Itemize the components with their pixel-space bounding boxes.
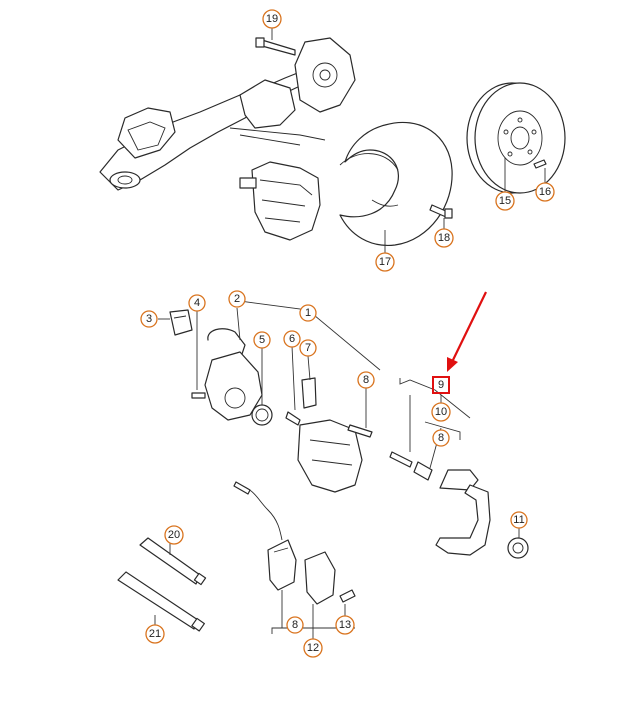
callout-4[interactable]: 4 <box>188 294 206 312</box>
callout-label: 2 <box>234 293 240 305</box>
callout-6[interactable]: 6 <box>283 330 301 348</box>
callout-10[interactable]: 10 <box>431 402 451 422</box>
callout-18[interactable]: 18 <box>434 228 454 248</box>
bolt-18 <box>429 204 453 219</box>
callout-8-caliper[interactable]: 8 <box>357 371 375 389</box>
caliper-lower-assembly <box>169 309 373 493</box>
caliper-top <box>239 161 321 241</box>
callout-7[interactable]: 7 <box>299 339 317 357</box>
callout-label: 5 <box>259 334 265 346</box>
callout-17[interactable]: 17 <box>375 252 395 272</box>
callout-label: 1 <box>305 307 311 319</box>
callout-8-pads[interactable]: 8 <box>286 616 304 634</box>
callout-1[interactable]: 1 <box>299 304 317 322</box>
callout-label: 15 <box>499 195 511 207</box>
highlight-arrow <box>447 291 487 372</box>
callout-label: 4 <box>194 297 200 309</box>
callout-label: 8 <box>363 374 369 386</box>
callout-label: 19 <box>266 13 278 25</box>
callout-label: 8 <box>292 619 298 631</box>
callout-5[interactable]: 5 <box>253 331 271 349</box>
callout-label: 12 <box>307 642 319 654</box>
brake-disc <box>466 82 566 194</box>
callout-15[interactable]: 15 <box>495 191 515 211</box>
callout-16[interactable]: 16 <box>535 182 555 202</box>
callout-label: 21 <box>149 628 161 640</box>
callout-label: 7 <box>305 342 311 354</box>
callout-13[interactable]: 13 <box>335 615 355 635</box>
callout-label: 16 <box>539 186 551 198</box>
callout-2[interactable]: 2 <box>228 290 246 308</box>
callout-3[interactable]: 3 <box>140 310 158 328</box>
callout-label: 8 <box>438 432 444 444</box>
callout-label: 13 <box>339 619 351 631</box>
axle-beam-assembly <box>99 37 356 191</box>
callout-label: 17 <box>379 256 391 268</box>
callout-label: 10 <box>435 406 447 418</box>
callout-19[interactable]: 19 <box>262 9 282 29</box>
splash-shield <box>339 121 453 247</box>
callout-8-bracket[interactable]: 8 <box>432 429 450 447</box>
callout-label: 3 <box>146 313 152 325</box>
highlight-box-9 <box>432 376 450 394</box>
callout-label: 18 <box>438 232 450 244</box>
callout-21[interactable]: 21 <box>145 624 165 644</box>
callout-label: 9 <box>438 379 444 391</box>
callout-20[interactable]: 20 <box>164 525 184 545</box>
brake-pads <box>233 481 356 605</box>
callout-9[interactable]: 9 <box>438 379 444 391</box>
callout-12[interactable]: 12 <box>303 638 323 658</box>
grease-tubes <box>117 537 207 632</box>
guide-bolt-bracket <box>389 451 529 559</box>
callout-label: 6 <box>289 333 295 345</box>
callout-label: 20 <box>168 529 180 541</box>
callout-11[interactable]: 11 <box>510 511 528 529</box>
callout-label: 11 <box>513 514 524 526</box>
